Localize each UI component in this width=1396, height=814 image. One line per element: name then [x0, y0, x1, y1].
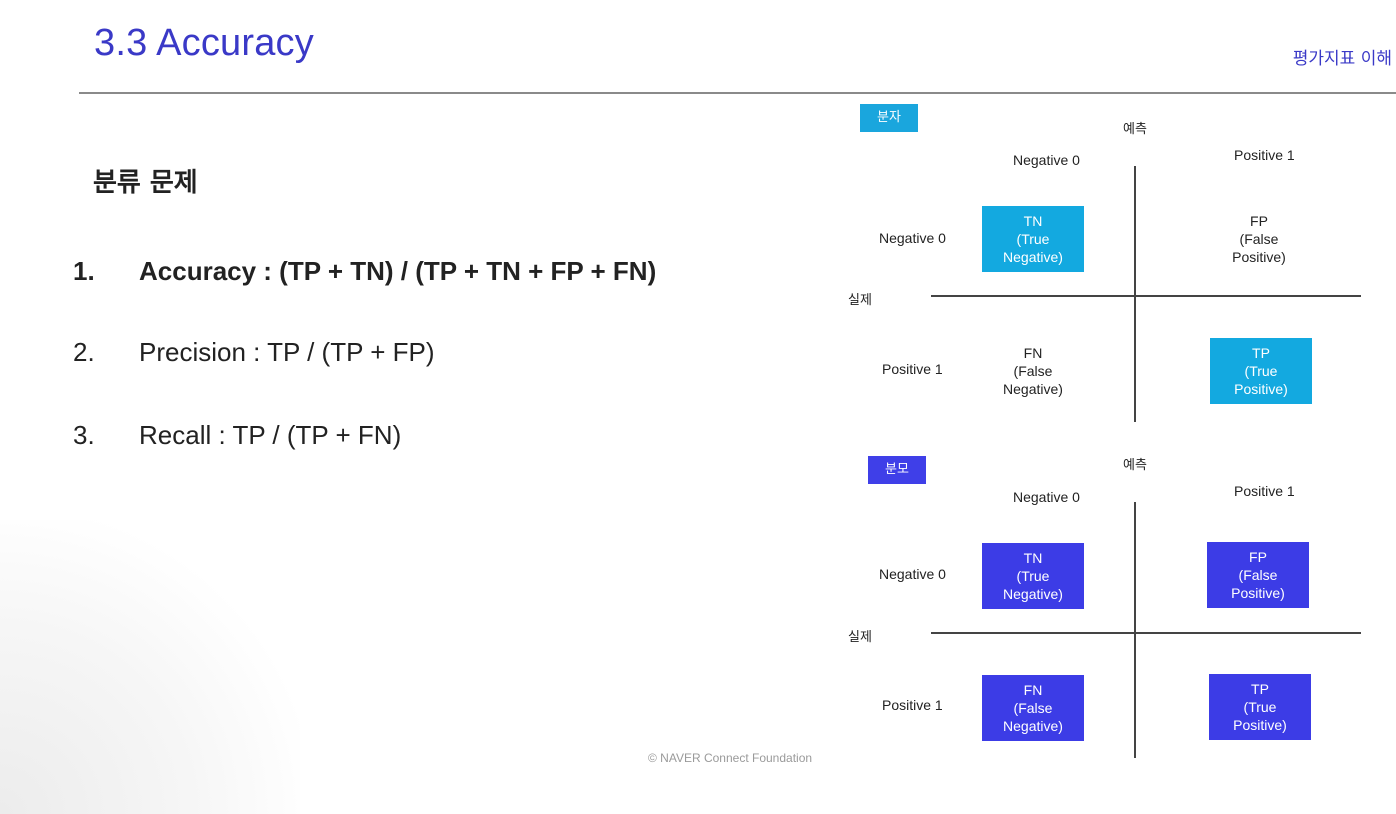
- row-header-negative: Negative 0: [879, 566, 946, 582]
- cell-desc-line2: Positive): [1231, 585, 1285, 601]
- metric-number: 3.: [73, 420, 95, 450]
- numerator-tag: 분자: [860, 104, 918, 132]
- metric-formula: Accuracy : (TP + TN) / (TP + TN + FP + F…: [139, 256, 657, 286]
- numerator-confusion-matrix: 분자 예측 Negative 0 Positive 1 Negative 0 P…: [840, 102, 1396, 422]
- section-tag: 평가지표 이해: [1292, 49, 1392, 69]
- denominator-tag: 분모: [868, 456, 926, 484]
- cell-desc-line2: Negative): [1003, 249, 1063, 265]
- col-header-positive: Positive 1: [1234, 147, 1295, 163]
- cell-abbr: FP: [1249, 549, 1267, 565]
- cell-desc-line2: Negative): [1003, 381, 1063, 397]
- metric-number: 1.: [73, 256, 95, 286]
- section-heading: 분류 문제: [93, 168, 198, 198]
- cell-desc-line1: (True: [1016, 231, 1050, 247]
- cell-desc-line1: (False: [1238, 567, 1278, 583]
- cell-abbr: TP: [1252, 345, 1270, 361]
- cell-desc-line2: Positive): [1232, 249, 1286, 265]
- cell-true-negative: TN (True Negative): [982, 543, 1084, 609]
- cell-desc-line1: (True: [1243, 699, 1277, 715]
- denominator-confusion-matrix: 분모 예측 Negative 0 Positive 1 Negative 0 P…: [840, 440, 1396, 760]
- metric-formula: Precision : TP / (TP + FP): [139, 337, 435, 367]
- cell-false-negative: FN (False Negative): [982, 338, 1084, 404]
- cell-desc-line2: Positive): [1233, 717, 1287, 733]
- cell-desc-line2: Positive): [1234, 381, 1288, 397]
- actual-axis-label: 실제: [848, 630, 872, 645]
- metric-precision: 2. Precision : TP / (TP + FP): [73, 337, 434, 368]
- cell-abbr: TN: [1023, 213, 1043, 229]
- matrix-vertical-divider: [1134, 502, 1136, 758]
- matrix-horizontal-divider: [931, 295, 1361, 297]
- slide-title: 3.3 Accuracy: [94, 22, 314, 64]
- predicted-axis-label: 예측: [1123, 122, 1147, 137]
- cell-false-positive: FP (False Positive): [1208, 206, 1310, 272]
- metric-number: 2.: [73, 337, 95, 367]
- cell-true-negative: TN (True Negative): [982, 206, 1084, 272]
- cell-false-negative: FN (False Negative): [982, 675, 1084, 741]
- row-header-positive: Positive 1: [882, 697, 943, 713]
- col-header-negative: Negative 0: [1013, 489, 1080, 505]
- cell-false-positive: FP (False Positive): [1207, 542, 1309, 608]
- cell-desc-line1: (False: [1239, 231, 1279, 247]
- metric-recall: 3. Recall : TP / (TP + FN): [73, 420, 401, 451]
- cell-abbr: FN: [1023, 682, 1043, 698]
- actual-axis-label: 실제: [848, 293, 872, 308]
- cell-desc-line1: (True: [1244, 363, 1278, 379]
- cell-abbr: FN: [1023, 345, 1043, 361]
- matrix-vertical-divider: [1134, 166, 1136, 422]
- background-fade: [0, 520, 300, 814]
- copyright-footer: © NAVER Connect Foundation: [648, 751, 813, 765]
- cell-true-positive: TP (True Positive): [1209, 674, 1311, 740]
- cell-abbr: FP: [1250, 213, 1268, 229]
- metric-formula: Recall : TP / (TP + FN): [139, 420, 402, 450]
- cell-desc-line1: (False: [1013, 363, 1053, 379]
- cell-abbr: TP: [1251, 681, 1269, 697]
- row-header-positive: Positive 1: [882, 361, 943, 377]
- row-header-negative: Negative 0: [879, 230, 946, 246]
- col-header-positive: Positive 1: [1234, 483, 1295, 499]
- cell-desc-line1: (True: [1016, 568, 1050, 584]
- cell-desc-line2: Negative): [1003, 718, 1063, 734]
- matrix-horizontal-divider: [931, 632, 1361, 634]
- cell-true-positive: TP (True Positive): [1210, 338, 1312, 404]
- cell-desc-line2: Negative): [1003, 586, 1063, 602]
- metric-accuracy: 1. Accuracy : (TP + TN) / (TP + TN + FP +…: [73, 256, 656, 287]
- predicted-axis-label: 예측: [1123, 458, 1147, 473]
- cell-abbr: TN: [1023, 550, 1043, 566]
- title-divider: [79, 92, 1396, 94]
- col-header-negative: Negative 0: [1013, 152, 1080, 168]
- cell-desc-line1: (False: [1013, 700, 1053, 716]
